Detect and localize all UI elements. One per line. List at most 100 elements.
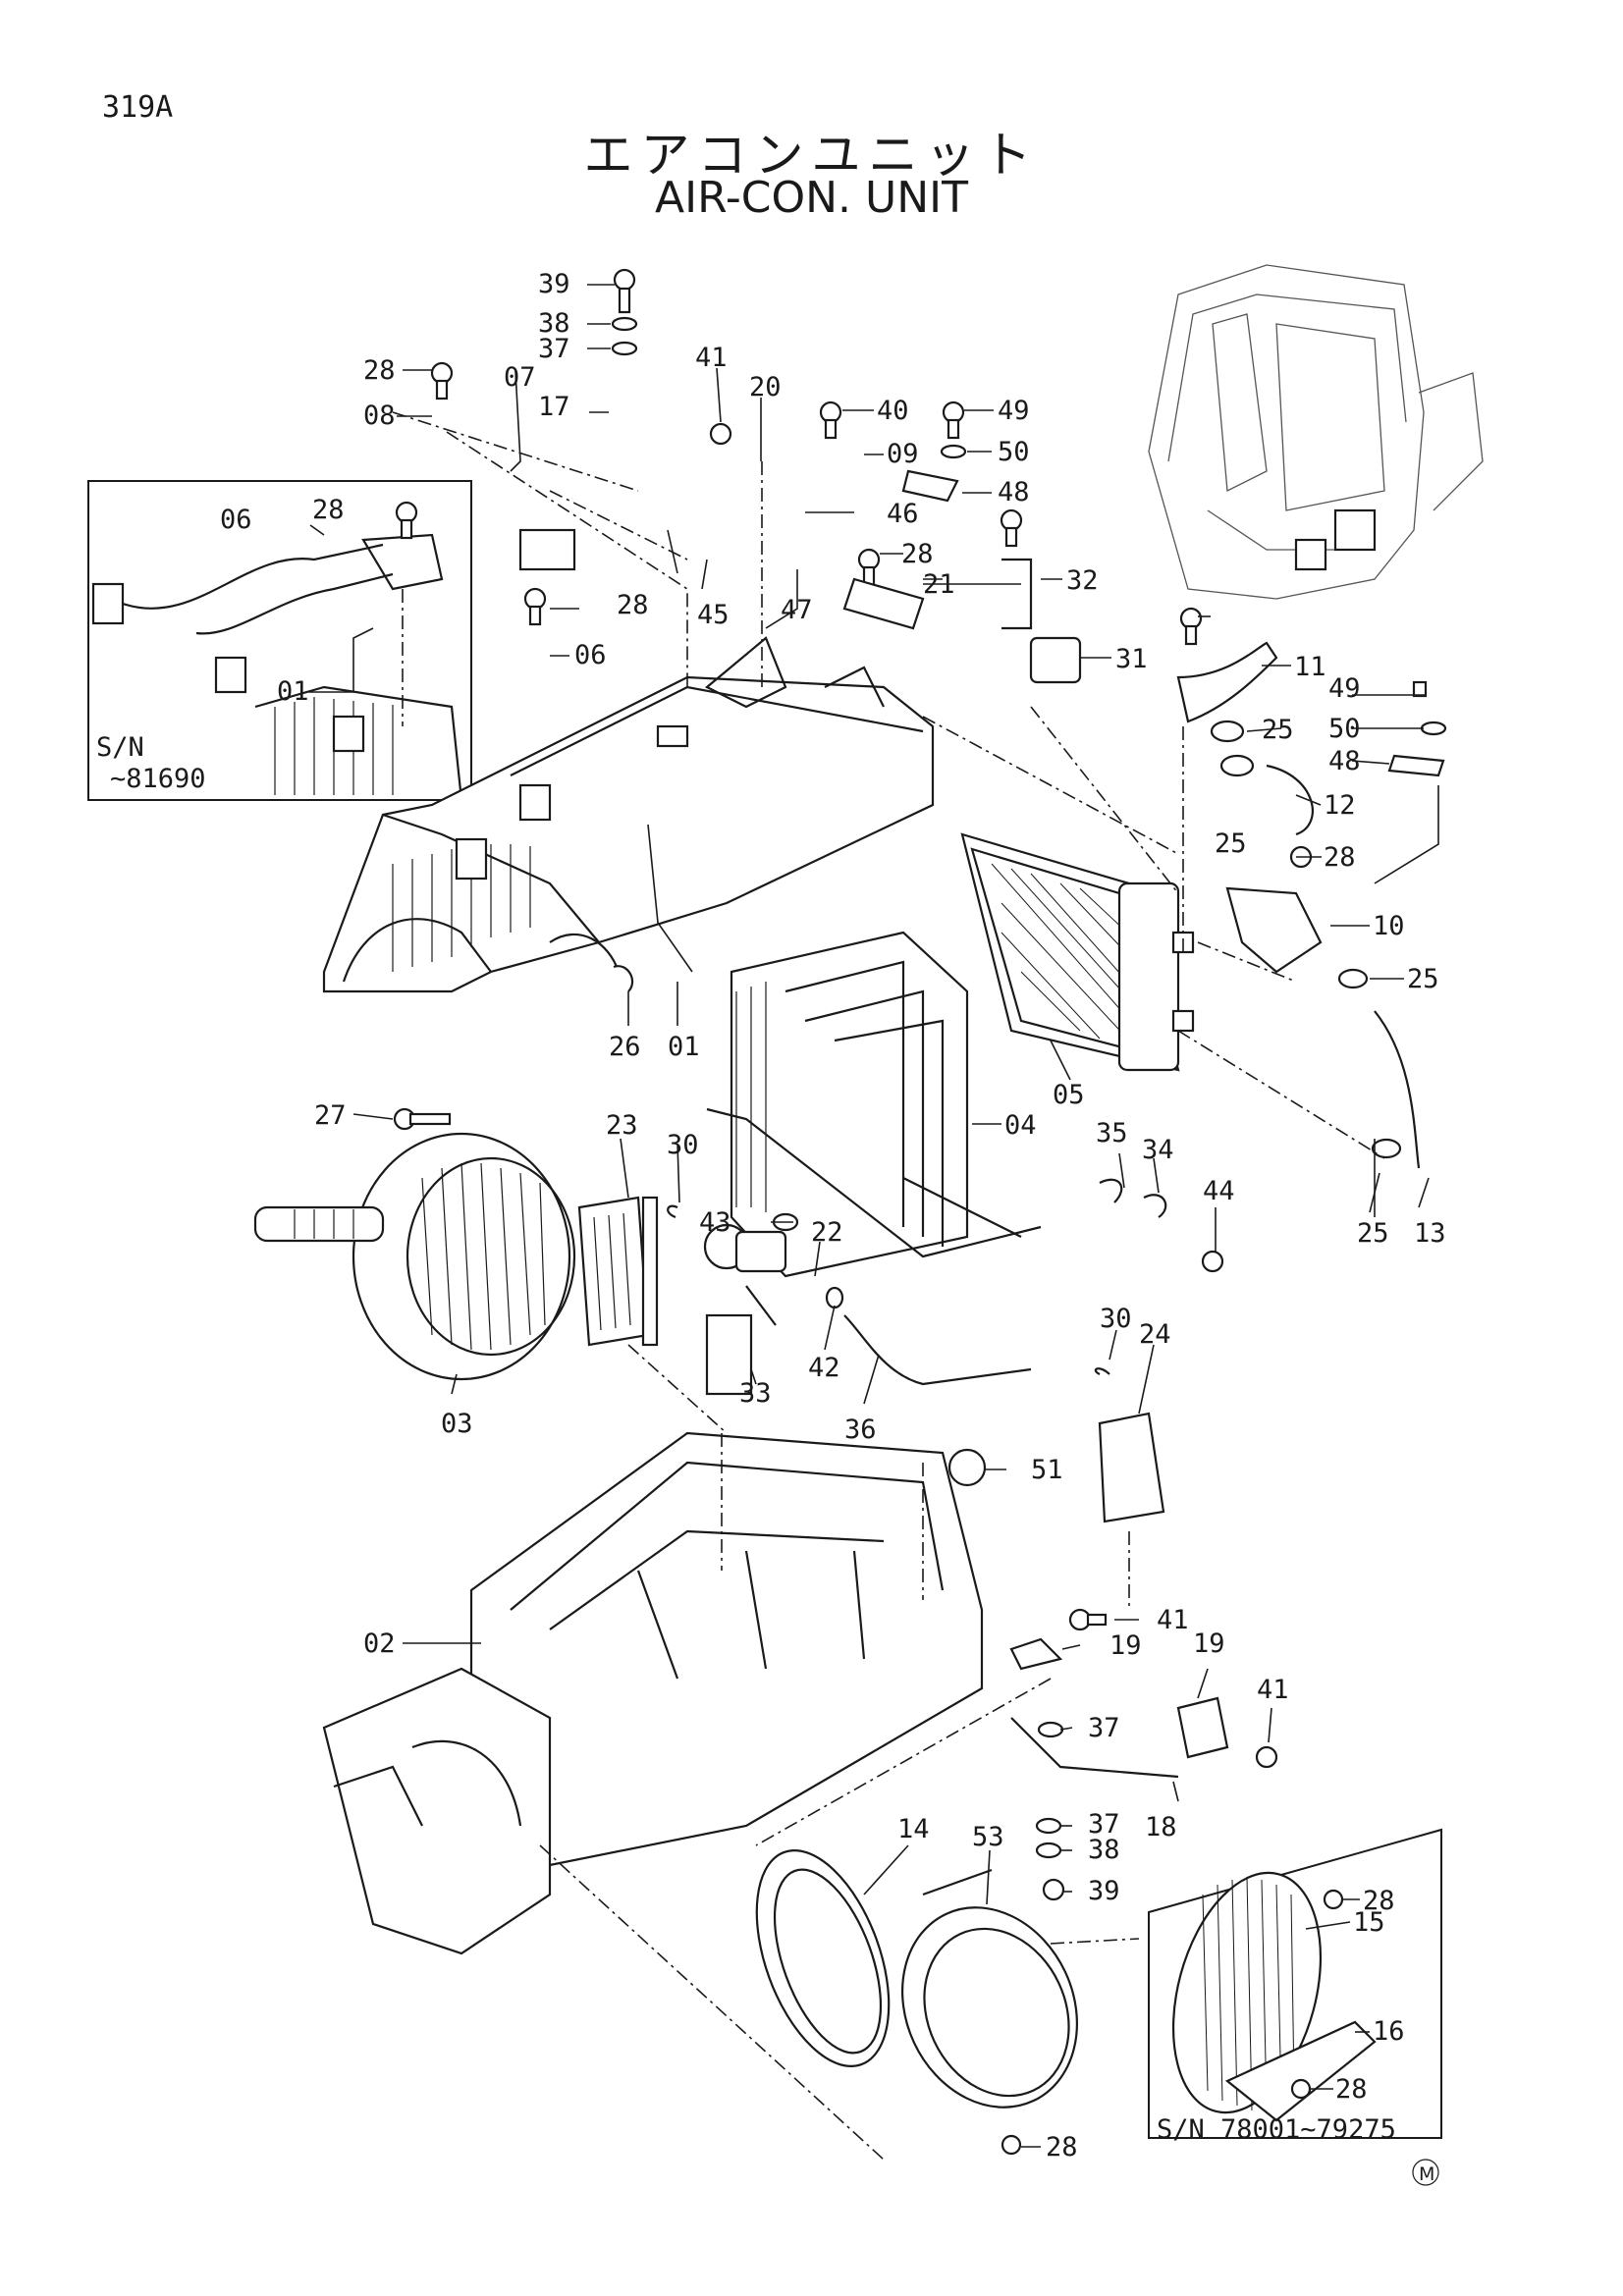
ring-14 — [755, 1849, 891, 2067]
leader-lines — [308, 284, 1439, 2148]
callout-28: 28 — [1363, 1886, 1395, 1916]
heater-core-05 — [960, 832, 1195, 1072]
callout-07: 07 — [504, 362, 536, 393]
inset-late-serial-cover: S/N 78001~79275 — [1148, 1828, 1442, 2145]
callout-37: 37 — [538, 334, 570, 364]
callout-35: 35 — [1096, 1118, 1128, 1148]
callout-12: 12 — [1324, 790, 1356, 821]
callout-38: 38 — [538, 308, 570, 339]
callout-43: 43 — [699, 1207, 731, 1238]
upper-housing-01 — [322, 636, 935, 993]
page-code: 319A — [102, 90, 174, 125]
callout-27: 27 — [314, 1100, 347, 1131]
evaporator-04 — [706, 931, 1042, 1278]
alignment-lines — [392, 411, 1385, 2161]
fasteners — [393, 268, 1447, 2156]
callout-23: 23 — [606, 1110, 638, 1141]
callout-37: 37 — [1088, 1809, 1120, 1840]
callout-41: 41 — [1257, 1675, 1289, 1705]
callout-50: 50 — [1328, 714, 1361, 744]
callout-30: 30 — [667, 1130, 699, 1160]
callout-51: 51 — [1031, 1455, 1063, 1485]
callout-18: 18 — [1145, 1812, 1177, 1842]
callout-11: 11 — [1294, 652, 1326, 682]
callout-41: 41 — [1157, 1605, 1189, 1635]
callout-28: 28 — [617, 590, 649, 620]
mark-letter: M — [1419, 2163, 1434, 2185]
panel-33 — [705, 1313, 753, 1396]
callout-45: 45 — [697, 600, 730, 630]
callout-15: 15 — [1353, 1907, 1385, 1938]
callout-25: 25 — [1357, 1218, 1389, 1249]
callout-22: 22 — [811, 1217, 843, 1248]
callout-03: 03 — [441, 1409, 473, 1439]
callout-41: 41 — [695, 343, 728, 373]
callout-48: 48 — [1328, 746, 1361, 776]
connector-shape — [91, 582, 125, 625]
callout-01: 01 — [668, 1032, 700, 1062]
callout-39: 39 — [538, 269, 570, 299]
callout-14: 14 — [897, 1814, 930, 1844]
callout-17: 17 — [538, 392, 570, 422]
callout-46: 46 — [887, 499, 919, 529]
callout-25: 25 — [1215, 828, 1247, 859]
callout-25: 25 — [1262, 715, 1294, 745]
callout-24: 24 — [1139, 1319, 1171, 1350]
blower-motor-03 — [253, 1132, 576, 1381]
callout-30: 30 — [1100, 1304, 1132, 1334]
callout-48: 48 — [998, 477, 1030, 507]
callout-06: 06 — [220, 505, 252, 535]
page-title-japanese: エアコンユニット — [583, 127, 1040, 184]
expansion-valve-22 — [703, 1223, 1032, 1386]
callout-28: 28 — [901, 539, 934, 569]
callout-49: 49 — [998, 396, 1030, 426]
callout-37: 37 — [1088, 1713, 1120, 1743]
callout-26: 26 — [609, 1032, 641, 1062]
callout-47: 47 — [781, 595, 813, 625]
inset-sn-range: ~81690 — [110, 764, 206, 794]
callout-10: 10 — [1373, 911, 1405, 941]
duct-53 — [900, 1868, 1079, 2109]
inset-sn-prefix: S/N — [96, 732, 144, 763]
callout-05: 05 — [1053, 1080, 1085, 1110]
callout-20: 20 — [749, 372, 782, 402]
callout-42: 42 — [808, 1353, 840, 1383]
callout-44: 44 — [1203, 1176, 1235, 1206]
lower-housing-02 — [322, 1431, 984, 1955]
callout-01: 01 — [277, 676, 309, 707]
inset-early-serial-wiring: S/N ~81690 — [87, 480, 472, 801]
callout-28: 28 — [1046, 2132, 1078, 2163]
callout-28: 28 — [363, 355, 396, 386]
cab-outline-illustration — [1148, 264, 1484, 600]
inset-lower-sn: S/N 78001~79275 — [1157, 2114, 1396, 2145]
callout-19: 19 — [1109, 1630, 1142, 1661]
callout-28: 28 — [1324, 842, 1356, 873]
circled-m-mark: M — [1412, 2159, 1439, 2186]
callout-34: 34 — [1142, 1135, 1174, 1165]
callout-39: 39 — [1088, 1876, 1120, 1906]
callout-36: 36 — [844, 1415, 877, 1445]
callout-16: 16 — [1373, 2016, 1405, 2047]
callout-31: 31 — [1115, 644, 1148, 674]
callout-08: 08 — [363, 400, 396, 431]
callout-40: 40 — [877, 396, 909, 426]
callout-09: 09 — [887, 439, 919, 469]
callout-50: 50 — [998, 437, 1030, 467]
callout-28: 28 — [1335, 2074, 1368, 2105]
callout-04: 04 — [1004, 1110, 1037, 1141]
callout-06: 06 — [574, 640, 607, 670]
callout-25: 25 — [1407, 964, 1439, 994]
callout-13: 13 — [1414, 1218, 1446, 1249]
callout-49: 49 — [1328, 673, 1361, 704]
callout-33: 33 — [739, 1378, 772, 1409]
callout-53: 53 — [972, 1822, 1004, 1852]
callout-02: 02 — [363, 1629, 396, 1659]
callout-32: 32 — [1066, 565, 1099, 596]
callout-28: 28 — [312, 495, 345, 525]
callout-19: 19 — [1193, 1629, 1225, 1659]
callout-21: 21 — [923, 569, 955, 600]
page-title-english: AIR-CON. UNIT — [655, 173, 968, 223]
filter-23 — [577, 1196, 659, 1347]
callout-38: 38 — [1088, 1835, 1120, 1865]
